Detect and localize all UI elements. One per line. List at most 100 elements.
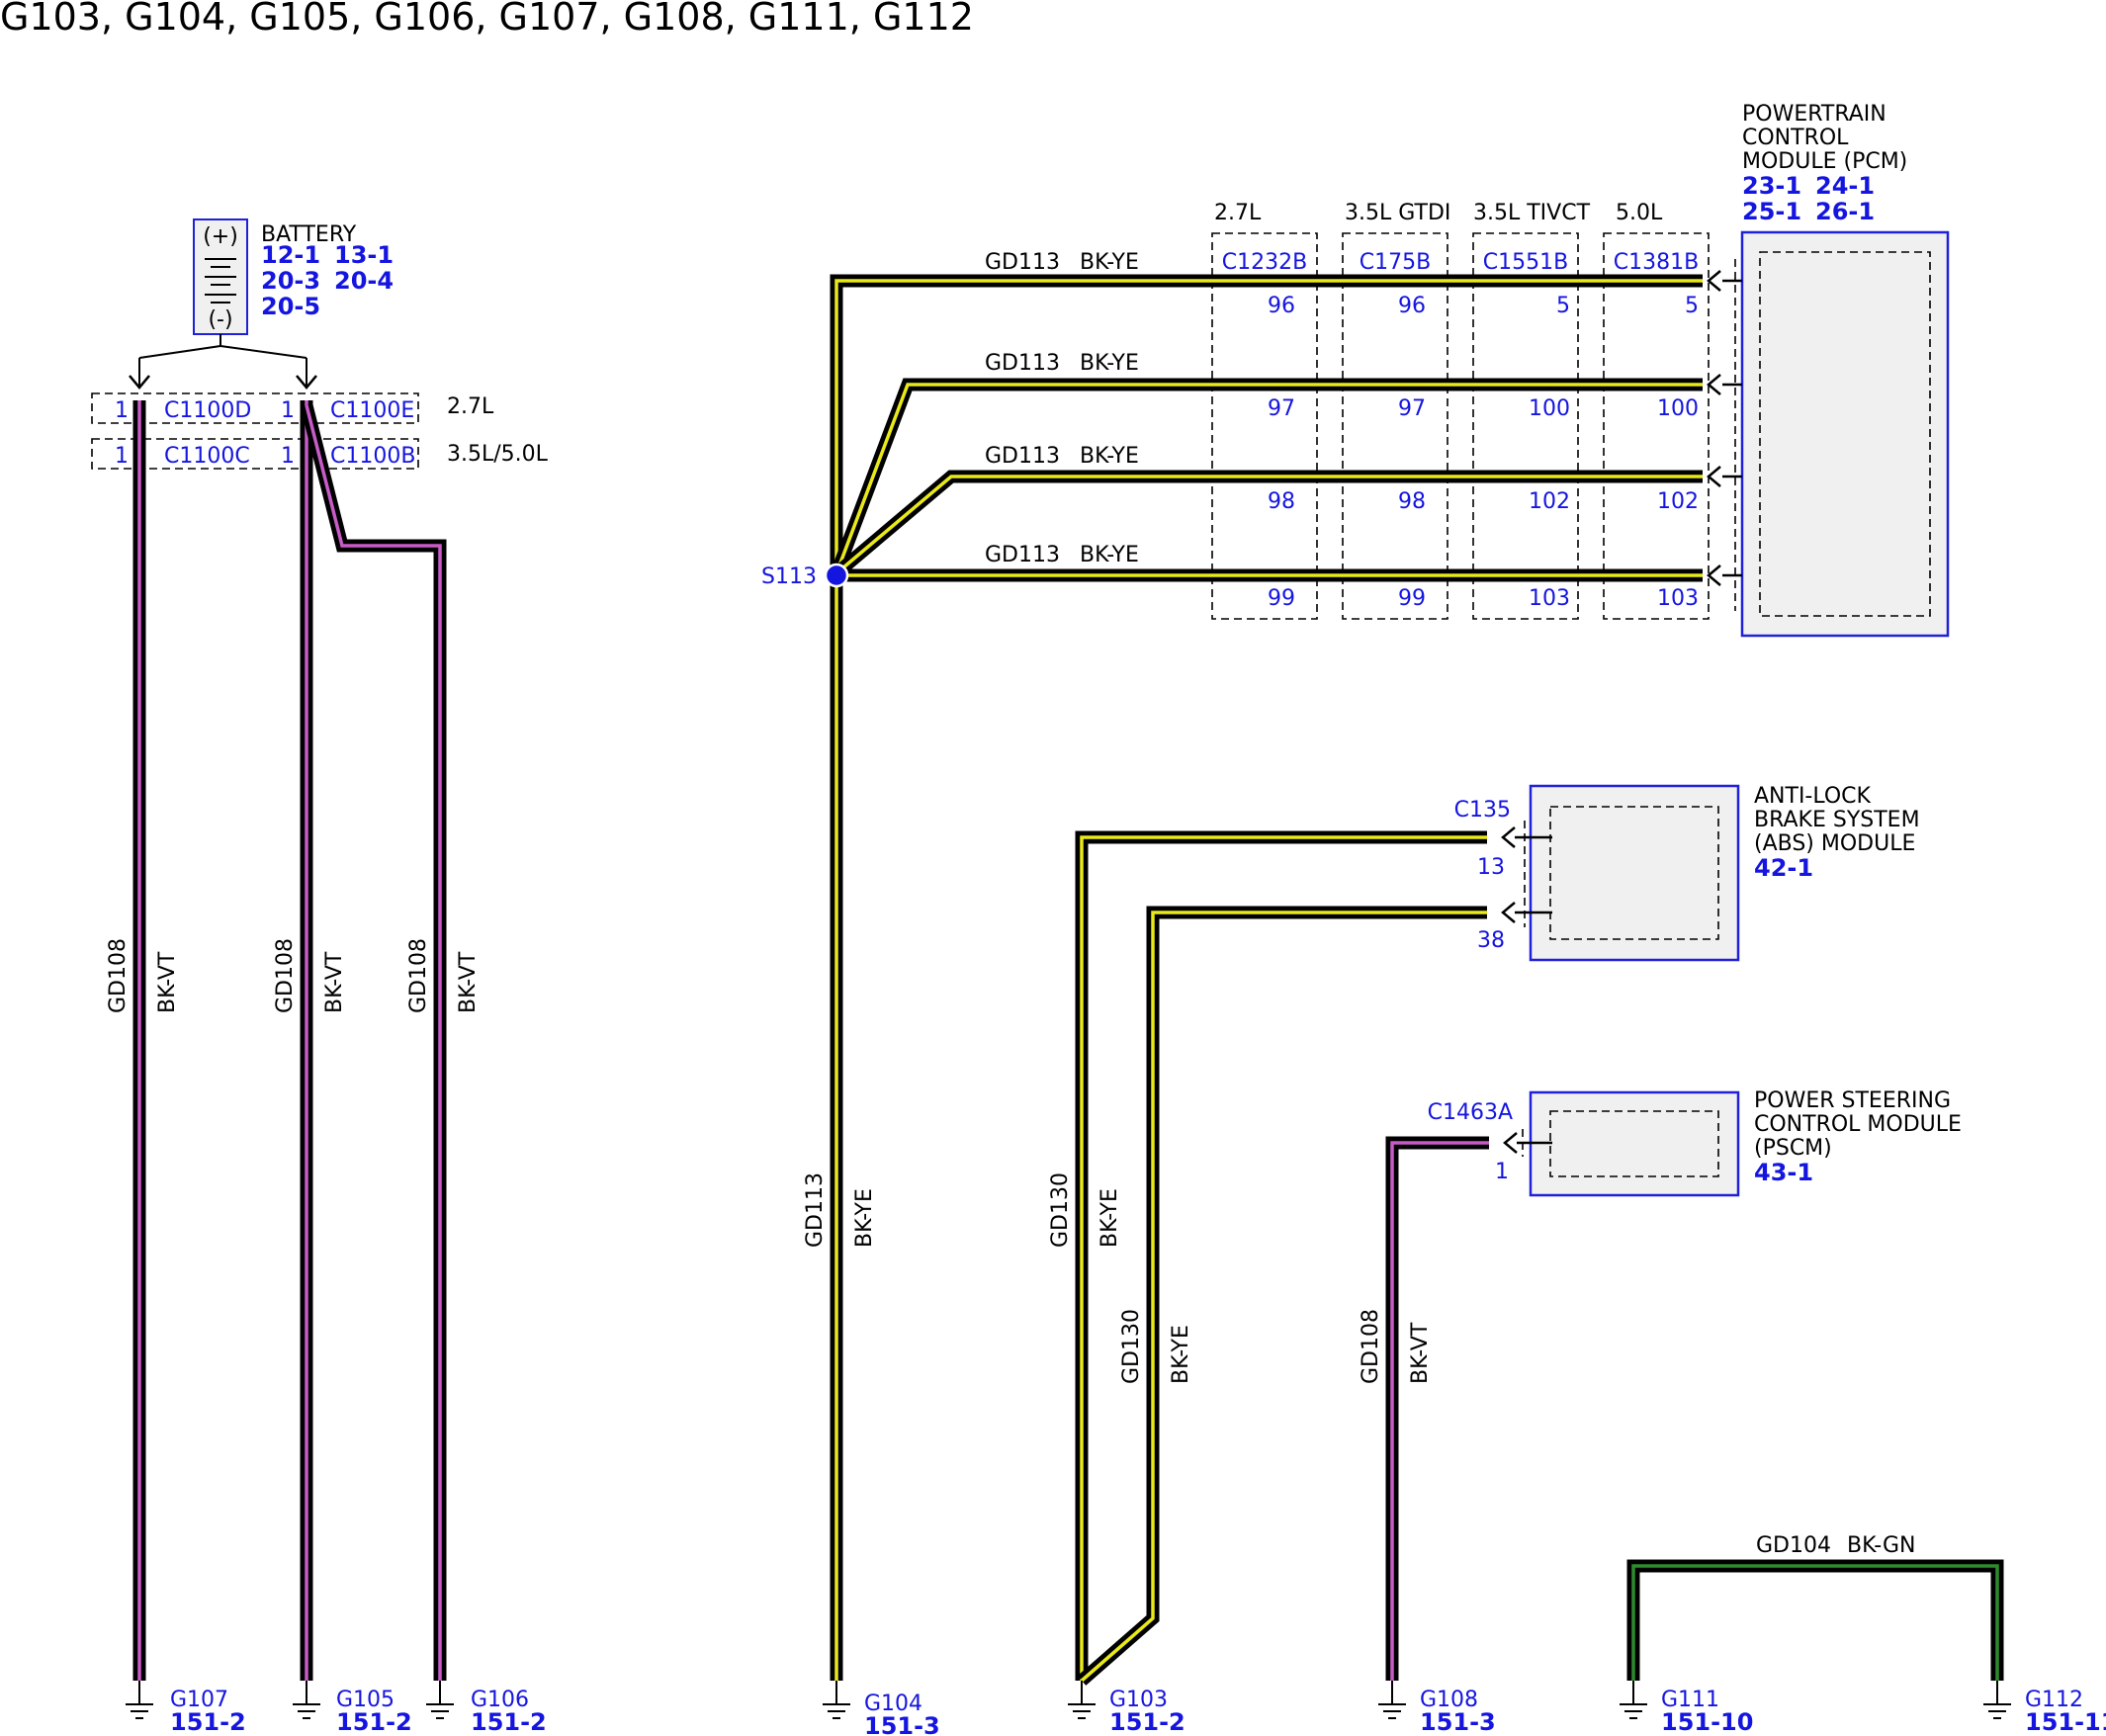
connector-pin: 97 bbox=[1398, 396, 1426, 421]
abs-name: (ABS) MODULE bbox=[1754, 831, 1915, 856]
connector-pin: 1 bbox=[281, 398, 295, 423]
wire-circuit-label: GD108 bbox=[406, 938, 431, 1013]
wire-gd130-abs-13[interactable] bbox=[1075, 830, 1487, 1681]
wire-color-label: BK-YE bbox=[852, 1188, 877, 1248]
pcm-pins: 96 96 5 5 97 97 100 100 98 98 102 102 99… bbox=[1268, 294, 1699, 611]
splice-dot-icon[interactable] bbox=[824, 563, 849, 588]
pcm-module[interactable] bbox=[1740, 230, 1950, 638]
ground-ref[interactable]: 151-2 bbox=[336, 1708, 412, 1736]
ground-label[interactable]: G104 bbox=[864, 1692, 922, 1716]
splice-label[interactable]: S113 bbox=[761, 564, 817, 589]
connector-pin: 1 bbox=[115, 444, 129, 469]
wire-color-label: BK-GN bbox=[1847, 1533, 1915, 1558]
pcm-name: MODULE (PCM) bbox=[1742, 149, 1907, 174]
connector-name[interactable]: C1100D bbox=[164, 398, 251, 423]
connector-pin: 100 bbox=[1657, 396, 1699, 421]
wire-circuit-label: GD108 bbox=[106, 938, 131, 1013]
battery-label: BATTERY bbox=[261, 222, 357, 247]
battery-cell-icon bbox=[205, 258, 236, 304]
pscm-ref[interactable]: 43-1 bbox=[1754, 1159, 1813, 1186]
ground-label[interactable]: G112 bbox=[2025, 1688, 2083, 1712]
ground-ref[interactable]: 151-2 bbox=[1109, 1708, 1185, 1736]
wire-color-label: BK-VT bbox=[456, 951, 481, 1013]
wire-gd113-pcm-2[interactable] bbox=[830, 378, 1703, 576]
connector-pin: 96 bbox=[1268, 294, 1295, 318]
wire-color-label: BK-YE bbox=[1080, 543, 1139, 567]
battery-minus-label: (-) bbox=[208, 307, 232, 332]
connector-pin: 98 bbox=[1268, 489, 1295, 514]
battery-ref[interactable]: 12-1 bbox=[261, 241, 320, 269]
battery-ref[interactable]: 20-5 bbox=[261, 293, 320, 320]
wire-gd130-abs-38[interactable] bbox=[1077, 906, 1487, 1686]
wire-circuit-label: GD113 bbox=[985, 250, 1060, 275]
wire-circuit-label: GD130 bbox=[1048, 1172, 1073, 1248]
ground-label[interactable]: G106 bbox=[471, 1688, 529, 1712]
connector-pin: 5 bbox=[1556, 294, 1570, 318]
battery-connector-row-2: 1 C1100C 1 C1100B 3.5L/5.0L bbox=[91, 438, 549, 470]
battery-ref[interactable]: 13-1 bbox=[334, 241, 394, 269]
wire-color-label: BK-YE bbox=[1080, 250, 1139, 275]
wire-gd108-g108[interactable] bbox=[1385, 1136, 1489, 1681]
wire-gd104[interactable] bbox=[1626, 1559, 2004, 1681]
connector-name[interactable]: C1381B bbox=[1614, 250, 1699, 275]
ground-ref[interactable]: 151-10 bbox=[1661, 1708, 1753, 1736]
pcm-ref[interactable]: 24-1 bbox=[1815, 172, 1875, 200]
connector-pin: 1 bbox=[281, 444, 295, 469]
connector-pin: 103 bbox=[1657, 586, 1699, 611]
connector-name[interactable]: C1100E bbox=[330, 398, 414, 423]
connector-name[interactable]: C1100C bbox=[164, 444, 250, 469]
battery-ref[interactable]: 20-3 bbox=[261, 267, 320, 295]
pcm-ref[interactable]: 23-1 bbox=[1742, 172, 1801, 200]
ground-ref[interactable]: 151-3 bbox=[1420, 1708, 1496, 1736]
wire-circuit-label: GD113 bbox=[985, 444, 1060, 469]
wire-gd113-pcm-1[interactable] bbox=[830, 274, 1703, 570]
connector-pin: 102 bbox=[1657, 489, 1699, 514]
connector-name[interactable]: C1100B bbox=[330, 444, 415, 469]
connector-group bbox=[1472, 232, 1579, 620]
engine-variant-label: 2.7L bbox=[1214, 201, 1262, 225]
pscm-module[interactable] bbox=[1529, 1090, 1740, 1197]
wire-circuit-label: GD113 bbox=[985, 351, 1060, 376]
ground-label[interactable]: G111 bbox=[1661, 1688, 1719, 1712]
wire-circuit-label: GD108 bbox=[273, 938, 298, 1013]
connector-pin: 38 bbox=[1477, 928, 1505, 953]
engine-variant-label: 2.7L bbox=[447, 394, 494, 419]
connector-pin: 96 bbox=[1398, 294, 1426, 318]
abs-module[interactable] bbox=[1529, 784, 1740, 962]
connector-group bbox=[1211, 232, 1318, 620]
ground-label[interactable]: G105 bbox=[336, 1688, 395, 1712]
connector-arrow-icon bbox=[129, 375, 317, 390]
connector-pin: 102 bbox=[1529, 489, 1570, 514]
pscm-name: POWER STEERING bbox=[1754, 1088, 1951, 1113]
abs-ref[interactable]: 42-1 bbox=[1754, 854, 1813, 882]
battery-ref[interactable]: 20-4 bbox=[334, 267, 394, 295]
connector-name[interactable]: C1232B bbox=[1222, 250, 1307, 275]
wire-color-label: BK-YE bbox=[1097, 1188, 1122, 1248]
wire-circuit-label: GD108 bbox=[1359, 1309, 1383, 1384]
connector-name[interactable]: C135 bbox=[1454, 798, 1511, 823]
engine-variant-label: 3.5L/5.0L bbox=[447, 442, 549, 467]
ground-label[interactable]: G103 bbox=[1109, 1688, 1168, 1712]
wire-circuit-label: GD113 bbox=[985, 543, 1060, 567]
ground-ref[interactable]: 151-2 bbox=[170, 1708, 246, 1736]
engine-variant-label: 5.0L bbox=[1616, 201, 1663, 225]
pcm-ref[interactable]: 25-1 bbox=[1742, 198, 1801, 225]
ground-symbol-icon bbox=[126, 1681, 2011, 1719]
ground-ref[interactable]: 151-3 bbox=[864, 1712, 940, 1736]
connector-arrow-icon bbox=[1503, 1132, 1552, 1154]
wire-color-label: BK-VT bbox=[1408, 1322, 1433, 1384]
wire-color-label: BK-VT bbox=[155, 951, 180, 1013]
connector-name[interactable]: C1551B bbox=[1483, 250, 1568, 275]
ground-label[interactable]: G107 bbox=[170, 1688, 228, 1712]
pcm-ref[interactable]: 26-1 bbox=[1815, 198, 1875, 225]
ground-label[interactable]: G108 bbox=[1420, 1688, 1478, 1712]
battery-plus-label: (+) bbox=[203, 224, 238, 249]
connector-name[interactable]: C175B bbox=[1360, 250, 1431, 275]
wire-gd113-pcm-3[interactable] bbox=[832, 470, 1703, 578]
page-title: G103, G104, G105, G106, G107, G108, G111… bbox=[0, 0, 974, 39]
ground-ref[interactable]: 151-11 bbox=[2025, 1708, 2106, 1736]
wire-gd108-g106[interactable] bbox=[300, 403, 447, 1681]
connector-arrow-icon bbox=[1707, 270, 1742, 586]
ground-ref[interactable]: 151-2 bbox=[471, 1708, 547, 1736]
connector-name[interactable]: C1463A bbox=[1428, 1100, 1513, 1125]
